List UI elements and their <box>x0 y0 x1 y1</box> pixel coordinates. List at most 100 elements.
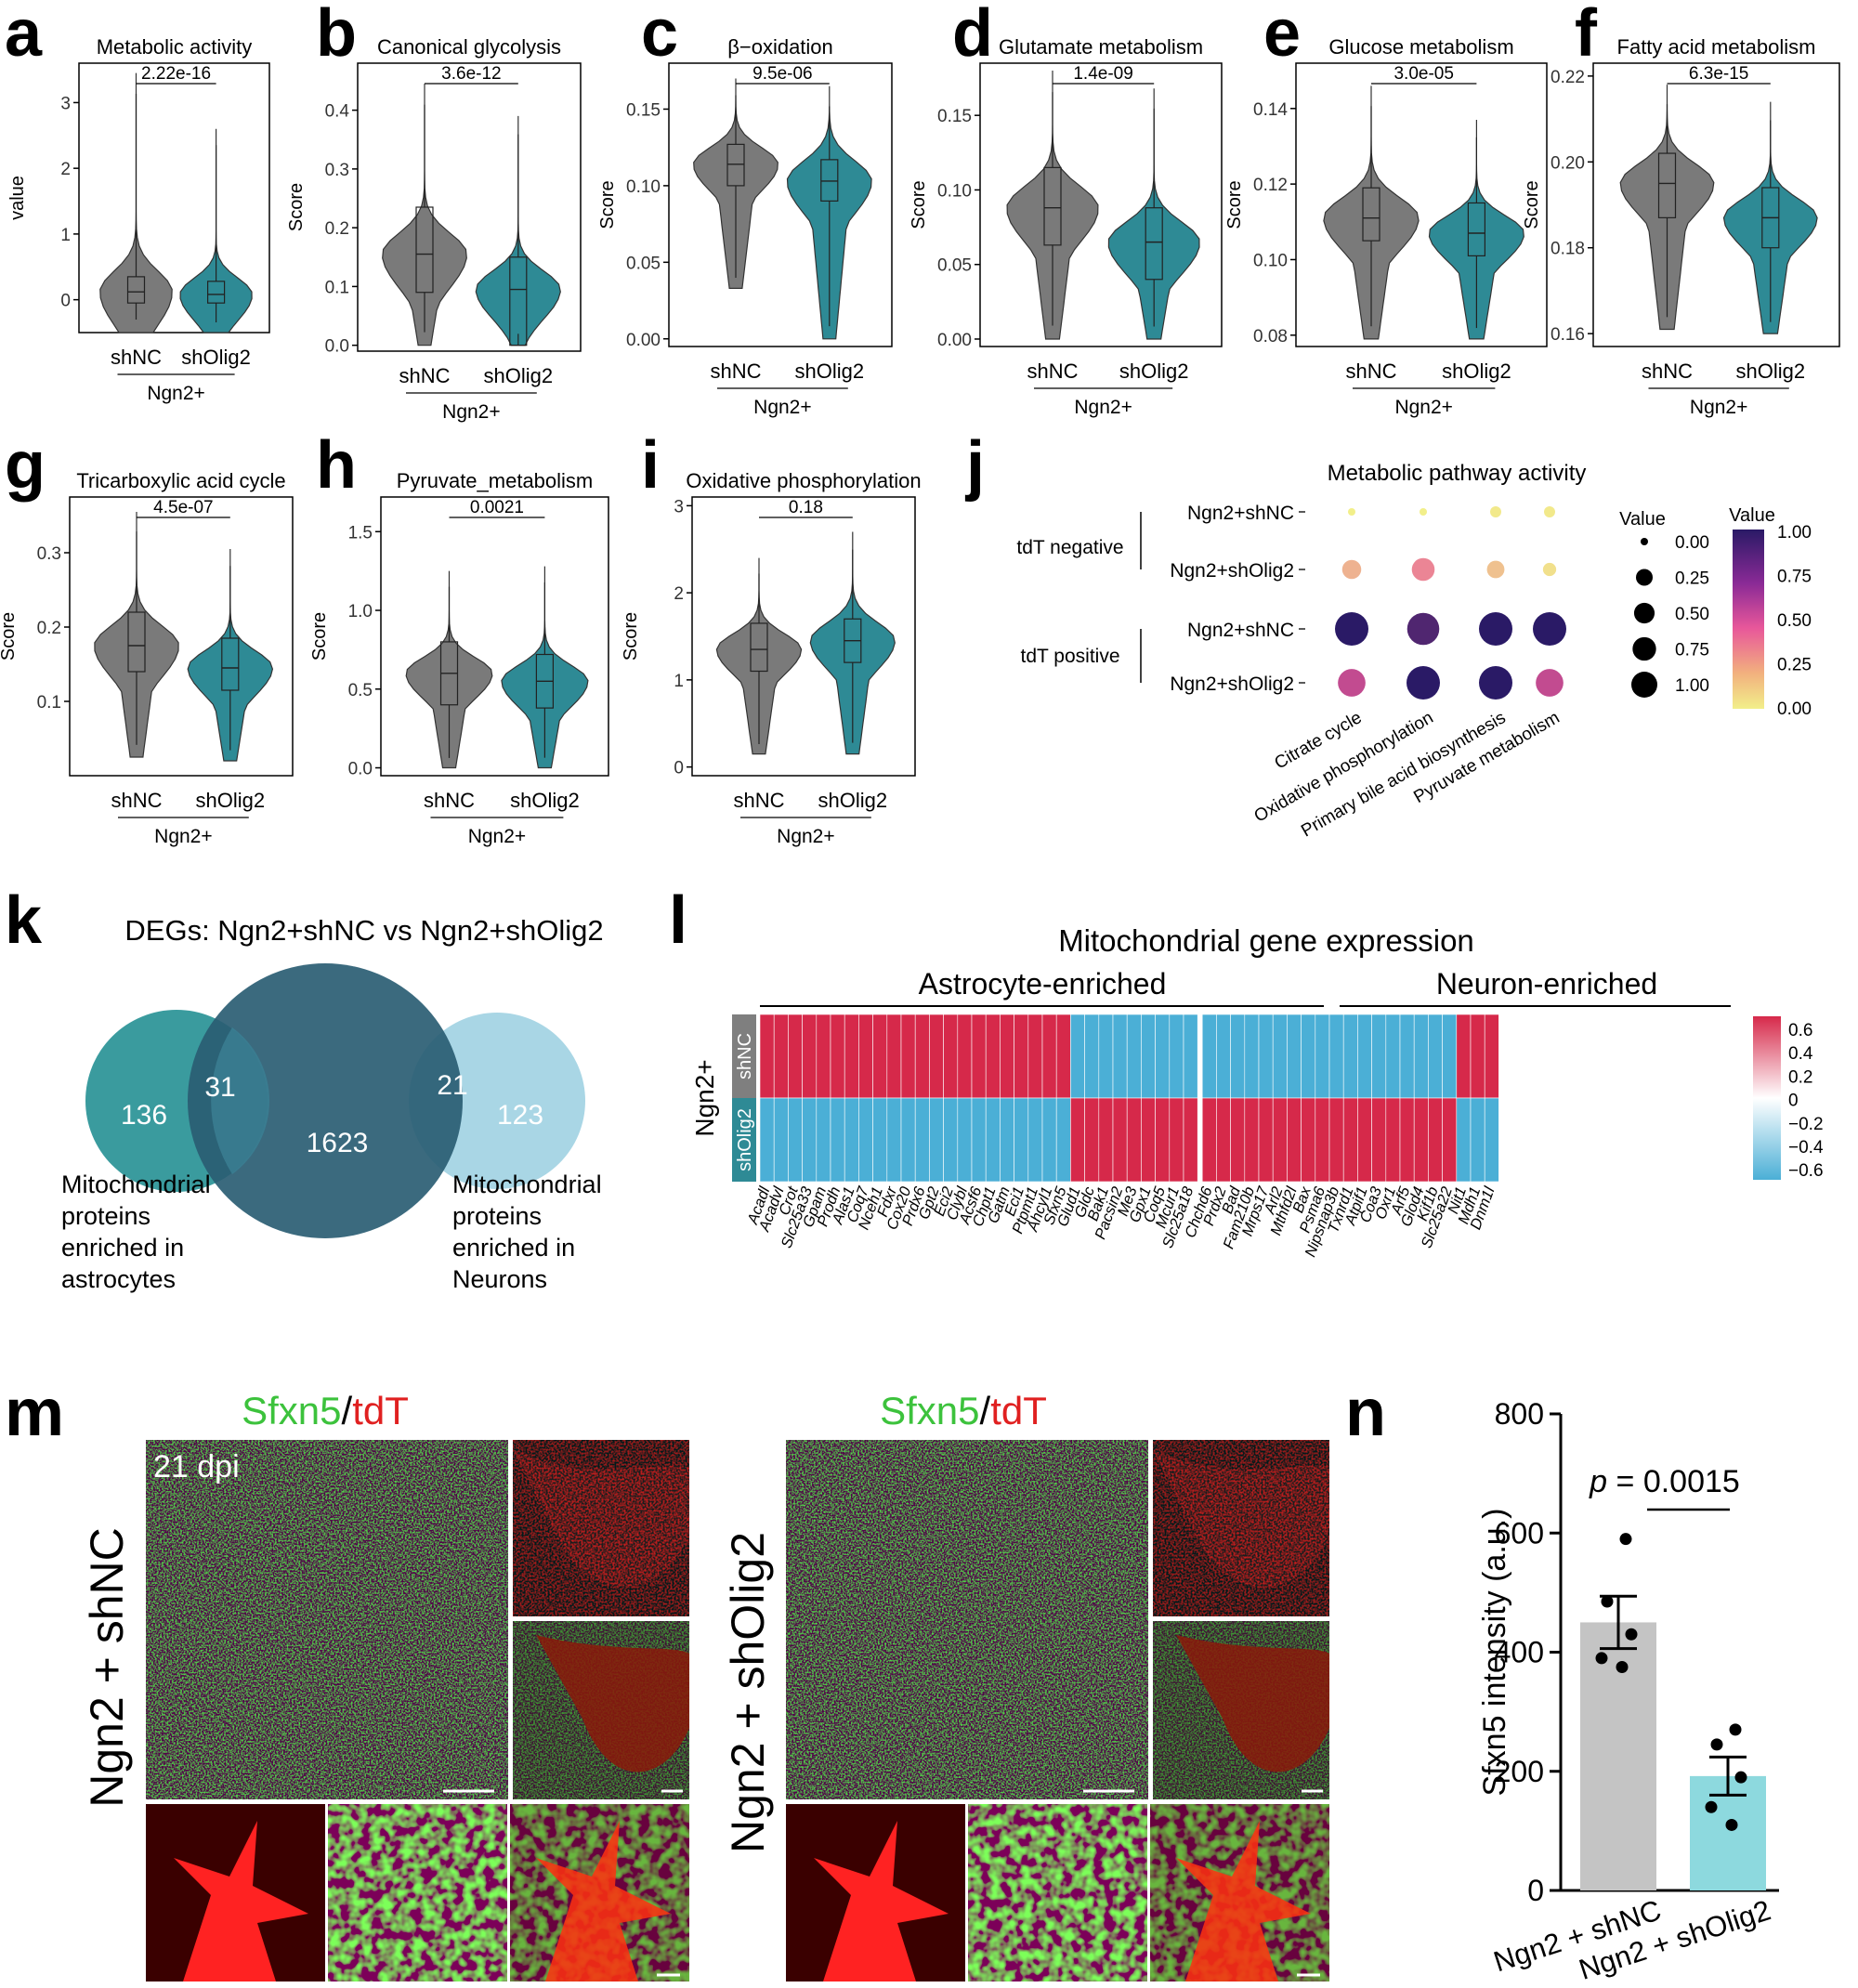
dot <box>1479 612 1512 646</box>
image-title: Sfxn5/tdT <box>242 1389 409 1432</box>
color-legend-title: Value <box>1729 505 1775 526</box>
heatmap-cell-shNC <box>1470 1014 1485 1099</box>
heatmap-cell-shOlig2 <box>1456 1097 1472 1183</box>
heatmap-cell-shOlig2 <box>1230 1097 1246 1183</box>
heatmap-cell-shOlig2 <box>773 1097 789 1183</box>
heatmap-scale-tick: −0.4 <box>1788 1138 1824 1157</box>
heatmap-cell-shNC <box>1014 1014 1029 1099</box>
heatmap-cell-shNC <box>943 1014 959 1099</box>
heatmap-cell-shNC <box>1244 1014 1260 1099</box>
plot-frame <box>979 62 1223 347</box>
y-tick-label: 0.0 <box>348 760 373 779</box>
p-value-label: 3.0e-05 <box>1394 64 1453 84</box>
heatmap-cell-shOlig2 <box>759 1097 775 1183</box>
data-point <box>1710 1738 1723 1751</box>
y-tick-label: 0.10 <box>1253 251 1288 270</box>
p-value-label: 0.18 <box>789 498 823 517</box>
y-tick-label: 2 <box>60 160 71 179</box>
color-bar <box>1733 530 1764 709</box>
venn-left-label: proteins <box>61 1202 150 1230</box>
heatmap-cell-shOlig2 <box>1258 1097 1274 1183</box>
heatmap-cell-shOlig2 <box>1041 1097 1057 1183</box>
venn-overlap-left <box>211 1027 270 1174</box>
heatmap-cell-shNC <box>1301 1014 1316 1099</box>
title-red: tdT <box>990 1389 1047 1432</box>
heatmap-cell-shNC <box>1456 1014 1472 1099</box>
box-shNC <box>726 143 745 187</box>
y-tick-label: 1.5 <box>348 523 373 543</box>
heatmap-cell-shOlig2 <box>1244 1097 1260 1183</box>
heatmap-cell-shOlig2 <box>1183 1097 1198 1183</box>
heatmap-cell-shOlig2 <box>1399 1097 1415 1183</box>
plot-frame <box>78 62 270 334</box>
heatmap-cell-shOlig2 <box>1084 1097 1100 1183</box>
y-tick-label: 0.14 <box>1253 100 1288 120</box>
data-point <box>1595 1652 1608 1665</box>
heatmap-group-left: Astrocyte-enriched <box>919 967 1167 1001</box>
image-title: Sfxn5/tdT <box>880 1389 1047 1432</box>
heatmap-cell-shOlig2 <box>844 1097 859 1183</box>
p-value-label: 1.4e-09 <box>1073 64 1132 84</box>
box-shOlig2 <box>221 637 240 691</box>
dot <box>1486 560 1505 579</box>
heatmap-cell-shOlig2 <box>830 1097 845 1183</box>
size-legend-label: 0.25 <box>1675 569 1709 589</box>
heatmap-cell-shOlig2 <box>1287 1097 1302 1183</box>
plot-frame <box>1295 62 1548 347</box>
x-category-label: shOlig2 <box>1119 360 1189 383</box>
heatmap-cell-shNC <box>1000 1014 1014 1099</box>
heatmap-scale-tick: −0.6 <box>1788 1161 1824 1181</box>
y-tick-label: 2 <box>674 584 684 604</box>
heatmap-cell-shOlig2 <box>1098 1097 1114 1183</box>
dot <box>1407 612 1440 646</box>
box-shNC <box>1043 166 1062 246</box>
plot-frame <box>357 62 582 352</box>
heatmap-cell-shOlig2 <box>1442 1097 1458 1183</box>
heatmap-cell-shNC <box>985 1014 1001 1099</box>
y-tick-label: 0.4 <box>325 102 350 122</box>
panel-letter-d: d <box>952 0 993 71</box>
x-category-label: shNC <box>111 346 162 369</box>
y-tick-label: 200 <box>1495 1755 1544 1788</box>
heatmap-cell-shOlig2 <box>1342 1097 1358 1183</box>
dotplot-row-label: Ngn2+shOlig2 <box>1170 560 1294 582</box>
heatmap-cell-shNC <box>1272 1014 1288 1099</box>
p-value-label: 9.5e-06 <box>752 64 812 84</box>
x-category-label: shOlig2 <box>196 789 266 812</box>
x-category-label: shOlig2 <box>818 789 888 812</box>
panel-letter-f: f <box>1575 0 1598 71</box>
heatmap-cell-shNC <box>1342 1014 1358 1099</box>
heatmap-cell-shOlig2 <box>1413 1097 1429 1183</box>
heatmap-cell-shOlig2 <box>957 1097 973 1183</box>
heatmap-cell-shOlig2 <box>872 1097 888 1183</box>
x-category-label: shOlig2 <box>1736 360 1806 383</box>
x-group-label: Ngn2+ <box>468 826 526 847</box>
venn-left-label: enriched in <box>61 1234 184 1262</box>
plot-frame <box>1592 62 1840 347</box>
y-axis-label: Score <box>0 612 19 660</box>
heatmap-cell-shNC <box>1027 1014 1043 1099</box>
heatmap-cell-shOlig2 <box>886 1097 902 1183</box>
panel-title: Tricarboxylic acid cycle <box>76 469 285 492</box>
heatmap-cell-shOlig2 <box>1141 1097 1156 1183</box>
box-shOlig2 <box>820 159 839 202</box>
data-point <box>1601 1595 1614 1608</box>
dot <box>1490 506 1501 517</box>
violin-shNC <box>1323 85 1420 340</box>
panel-title: Canonical glycolysis <box>377 35 561 59</box>
y-tick-label: 400 <box>1495 1636 1544 1669</box>
heatmap-cell-shOlig2 <box>816 1097 831 1183</box>
heatmap-cell-shNC <box>886 1014 902 1099</box>
heatmap-side-label: Ngn2+ <box>690 1059 719 1136</box>
panel-title: Glucose metabolism <box>1328 35 1513 59</box>
heatmap-cell-shOlig2 <box>1155 1097 1171 1183</box>
title-sep: / <box>980 1389 991 1432</box>
plot-frame <box>691 496 916 777</box>
x-group-label: Ngn2+ <box>1074 397 1132 418</box>
heatmap-cell-shOlig2 <box>1328 1097 1344 1183</box>
dot <box>1407 666 1440 700</box>
